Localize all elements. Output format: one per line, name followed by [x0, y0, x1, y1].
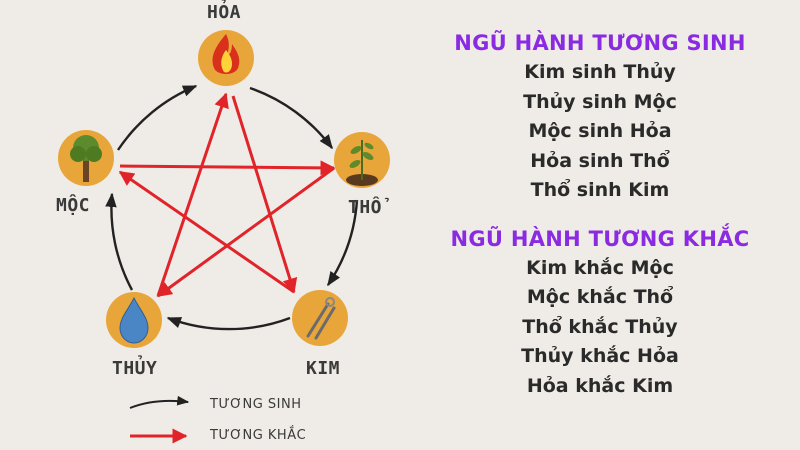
tree-icon [70, 135, 102, 182]
sinh-arrow-hoa-tho [249, 86, 333, 150]
khac-list: Kim khắc Mộc Mộc khắc Thổ Thổ khắc Thủy … [420, 254, 780, 402]
khac-item: Hỏa khắc Kim [526, 374, 674, 397]
sinh-item: Kim sinh Thủy [524, 61, 676, 83]
sinh-item: Hỏa sinh Thổ [530, 149, 670, 172]
five-elements-diagram [58, 30, 390, 444]
khac-item: Kim khắc Mộc [526, 256, 674, 279]
khac-arrow-moc-tho [119, 160, 336, 176]
legend-sinh-label: TƯƠNG SINH [210, 397, 302, 412]
sinh-item: Thổ sinh Kim [530, 179, 670, 201]
sinh-arrow-kim-thuy [166, 316, 291, 331]
element-thuy [106, 292, 162, 348]
sinh-list: Kim sinh Thủy Thủy sinh Mộc Mộc sinh Hỏa… [420, 58, 780, 206]
label-tho: THỔ [348, 197, 383, 218]
label-thuy: THỦY [112, 358, 158, 379]
plant-icon [346, 140, 378, 186]
khac-item: Thủy khắc Hỏa [521, 345, 679, 367]
sinh-arrow-thuy-moc [105, 192, 134, 291]
tools-icon [306, 297, 336, 340]
sinh-item: Mộc sinh Hỏa [528, 120, 672, 142]
water-drop-icon [119, 296, 149, 344]
sinh-item: Thủy sinh Mộc [523, 90, 677, 113]
khac-title: NGŨ HÀNH TƯƠNG KHẮC [450, 226, 750, 251]
rules-panel: NGŨ HÀNH TƯƠNG SINH Kim sinh Thủy Thủy s… [420, 28, 780, 401]
label-hoa: HỎA [207, 2, 242, 23]
khac-arrow-tho-thuy [156, 166, 335, 298]
khac-arrow-thuy-hoa [156, 92, 229, 297]
sinh-arrow-moc-hoa [117, 84, 198, 151]
sinh-title: NGŨ HÀNH TƯƠNG SINH [454, 31, 746, 55]
element-kim [292, 290, 348, 346]
khac-item: Mộc khắc Thổ [526, 286, 674, 308]
label-moc: MỘC [56, 195, 91, 216]
fire-icon [212, 34, 240, 74]
element-moc [58, 130, 114, 186]
legend-symbols [129, 395, 190, 444]
khac-arrow-hoa-kim [231, 95, 298, 294]
legend-khac-label: TƯƠNG KHẮC [210, 428, 307, 443]
sinh-arrow-tho-kim [327, 199, 359, 287]
element-tho [334, 132, 390, 188]
khac-arrow-kim-moc [118, 170, 295, 294]
sinh-arrows [105, 84, 359, 331]
label-kim: KIM [306, 358, 341, 379]
element-hoa [198, 30, 254, 86]
khac-arrows [118, 92, 336, 298]
legend-sinh-arrow [129, 395, 190, 409]
khac-item: Thổ khắc Thủy [522, 315, 678, 338]
